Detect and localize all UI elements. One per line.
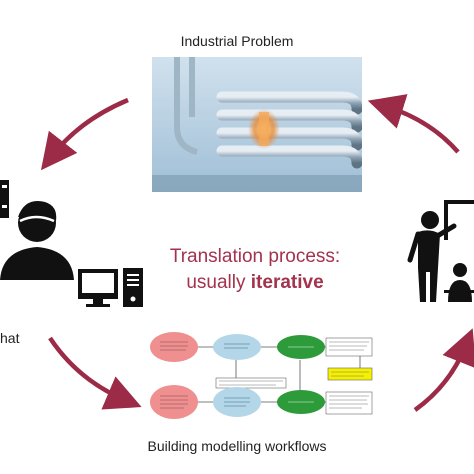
person-at-computer-icon: [0, 180, 143, 307]
industrial-photo: [152, 57, 362, 192]
left-role-label: hat: [0, 330, 20, 346]
arrow-bottom-right: [413, 328, 474, 412]
center-line-2-emphasis: iterative: [250, 272, 324, 293]
center-line-2-prefix: usually: [186, 272, 251, 293]
workflow-node: [213, 334, 261, 360]
arrow-bottom-left: [48, 336, 142, 410]
workflow-node: [150, 385, 198, 419]
workflow-node: [325, 337, 373, 357]
workflow-node: [215, 377, 287, 389]
presenter-at-board-icon: [407, 200, 474, 302]
translation-process-text: Translation process: usually iterative: [140, 244, 370, 296]
industrial-problem-label: Industrial Problem: [180, 33, 294, 49]
modelling-workflow-diagram: [150, 332, 373, 419]
center-line-1: Translation process:: [169, 246, 341, 267]
workflow-node: [325, 391, 373, 415]
center-line-2: usually iterative: [140, 270, 370, 296]
arrow-top-left: [40, 97, 129, 171]
arrow-top-right: [367, 94, 460, 154]
building-workflows-label: Building modelling workflows: [147, 438, 327, 454]
workflow-node: [327, 367, 373, 381]
workflow-node: [150, 332, 198, 362]
